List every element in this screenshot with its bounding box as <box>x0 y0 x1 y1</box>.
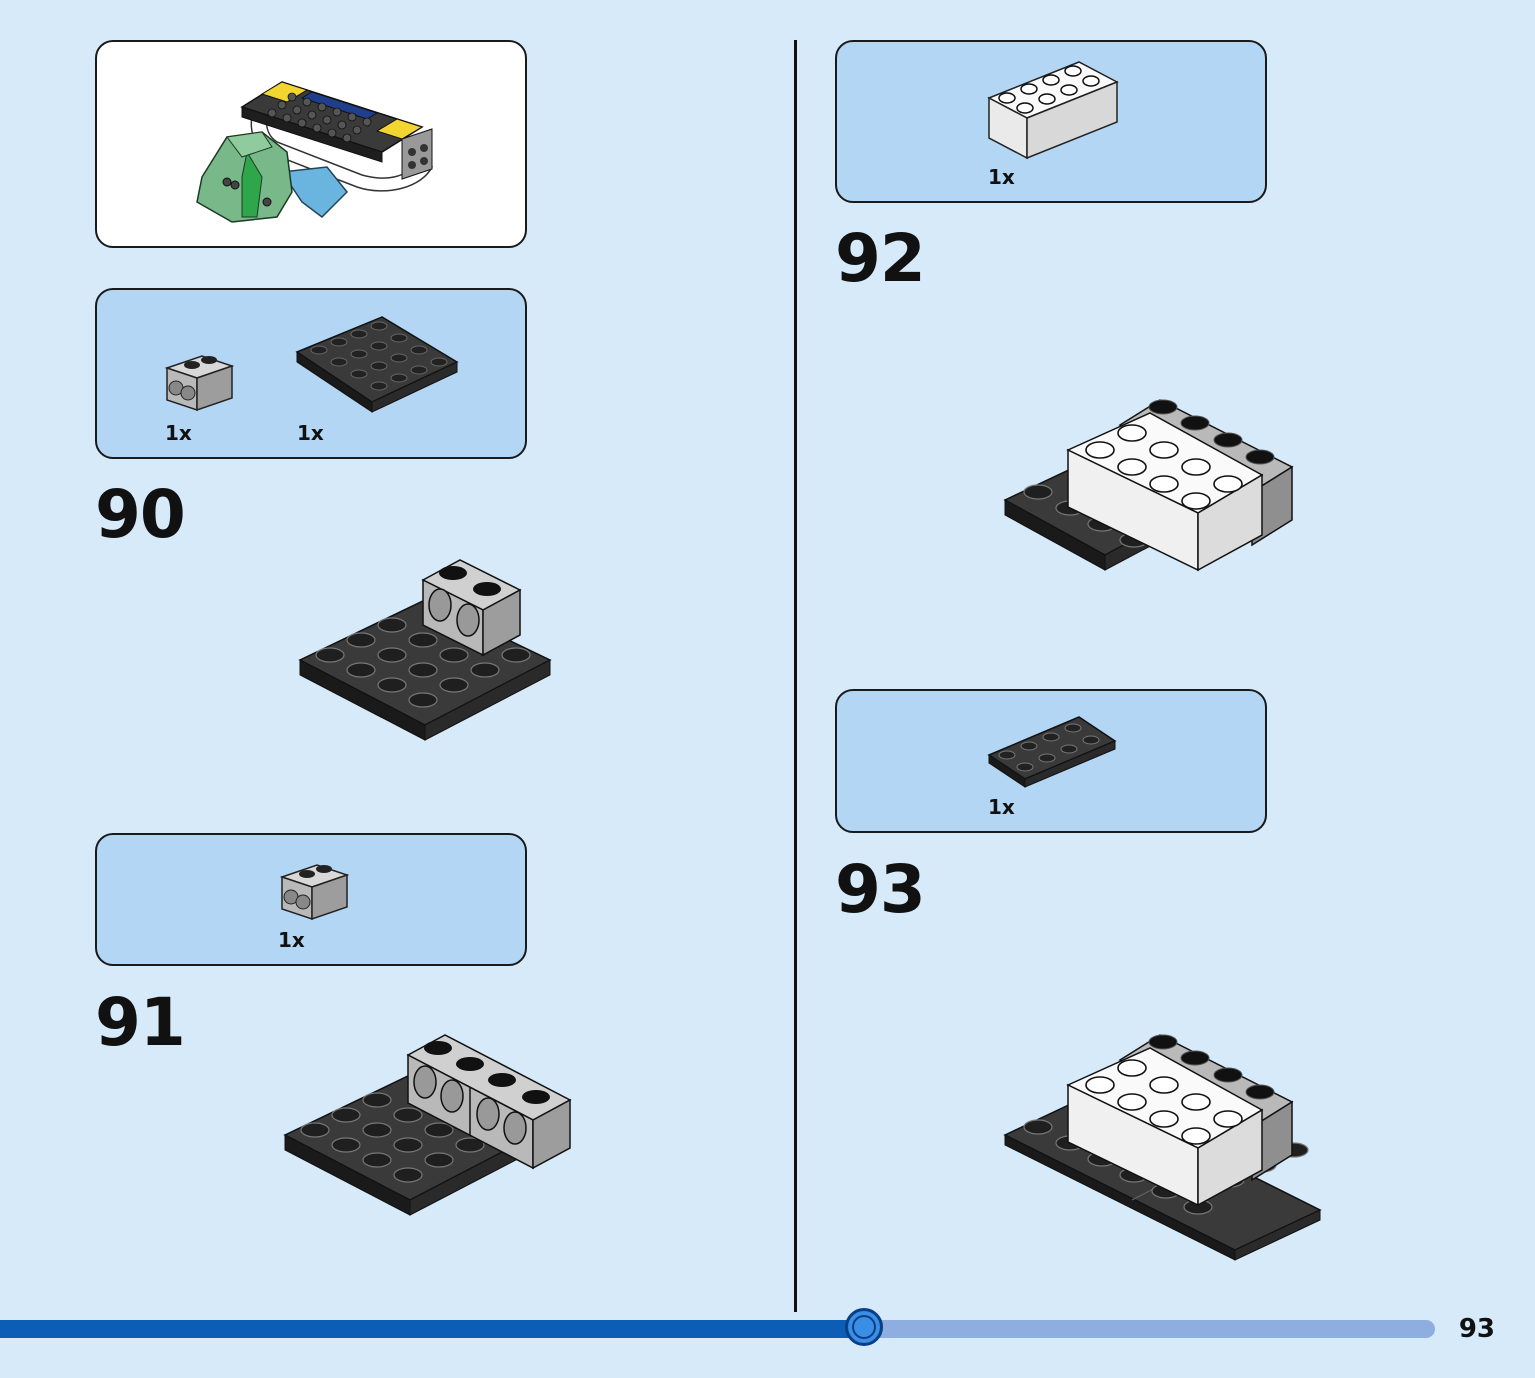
parts-box-step-92: 1x <box>835 40 1267 203</box>
step-92-build-image <box>1003 399 1294 572</box>
part-quantity: 1x <box>278 928 305 952</box>
step-93-build-image <box>1003 1034 1322 1261</box>
parts-box-step-91: 1x <box>95 833 527 966</box>
plate-2x4-black-icon <box>987 716 1117 788</box>
step-number: 93 <box>835 851 926 928</box>
parts-box-step-90: 1x 1x <box>95 288 527 459</box>
brick-2x4-white-icon <box>987 61 1119 160</box>
part-quantity: 1x <box>165 421 192 445</box>
plate-4x4-black-icon <box>295 316 459 413</box>
model-preview-box <box>95 40 527 248</box>
step-number: 90 <box>95 476 186 553</box>
step-number: 91 <box>95 984 186 1061</box>
progress-fill <box>0 1320 864 1338</box>
part-quantity: 1x <box>297 421 324 445</box>
progress-handle-icon[interactable] <box>845 1308 883 1346</box>
part-quantity: 1x <box>988 165 1015 189</box>
column-divider <box>794 40 797 1312</box>
parts-box-step-93: 1x <box>835 689 1267 833</box>
finished-model-preview-icon <box>196 81 434 223</box>
technic-brick-1x2-light-gray-icon <box>279 864 350 921</box>
progress-bar[interactable] <box>0 1308 1435 1346</box>
step-90-build-image <box>298 559 552 741</box>
step-91-build-image <box>283 1034 572 1216</box>
part-quantity: 1x <box>988 795 1015 819</box>
step-number: 92 <box>835 220 926 297</box>
technic-brick-1x2-light-gray-icon <box>164 355 235 412</box>
page-number: 93 <box>1458 1314 1495 1344</box>
